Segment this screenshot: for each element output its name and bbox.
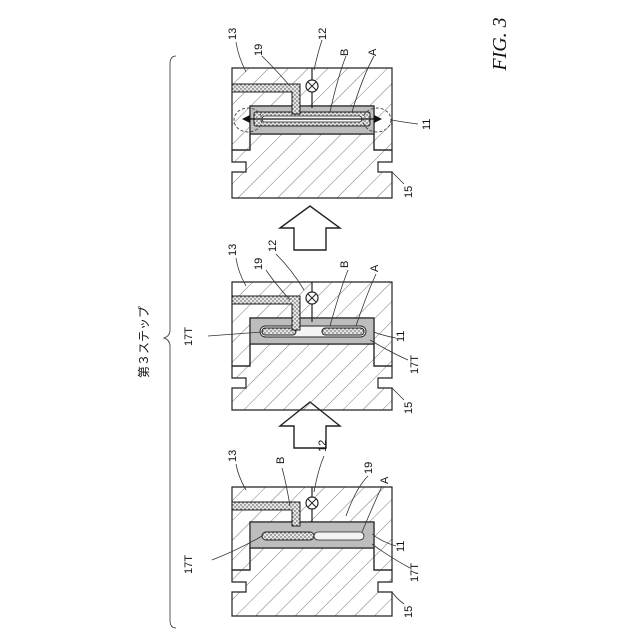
label-13: 13 — [227, 28, 239, 40]
label-17T-left: 17T — [183, 555, 195, 574]
step-bracket — [164, 56, 176, 628]
label-A: A — [379, 476, 391, 484]
figure-label: FIG. 3 — [489, 17, 511, 71]
panel-top: 13 19 12 B A 11 15 — [227, 28, 433, 198]
label-B: B — [339, 49, 351, 56]
label-17T-right: 17T — [409, 355, 421, 374]
step-label: 第３ステップ — [137, 306, 151, 378]
label-17T-left: 17T — [183, 327, 195, 346]
label-12: 12 — [267, 240, 279, 252]
resin-core — [262, 532, 314, 540]
label-A: A — [367, 48, 379, 56]
panel-bottom: 13 B 12 19 A 17T 11 17T 15 — [183, 440, 421, 618]
gas-channel — [314, 532, 364, 540]
lower-mold — [232, 344, 392, 410]
label-A: A — [369, 264, 381, 272]
label-13: 13 — [227, 244, 239, 256]
lower-mold — [232, 548, 392, 616]
label-19: 19 — [253, 44, 265, 56]
panel-middle: 13 19 12 B A 17T 11 17T 15 — [183, 240, 421, 414]
label-19: 19 — [363, 462, 375, 474]
label-11: 11 — [395, 331, 407, 342]
label-19: 19 — [253, 258, 265, 270]
label-B: B — [275, 457, 287, 464]
label-17T-right: 17T — [409, 563, 421, 582]
up-arrow-upper — [280, 206, 340, 250]
lower-mold — [232, 134, 392, 198]
label-11: 11 — [395, 541, 407, 552]
label-11: 11 — [421, 119, 433, 130]
resin-right — [322, 328, 364, 335]
label-12: 12 — [317, 440, 329, 452]
label-15: 15 — [403, 606, 415, 618]
label-B: B — [339, 261, 351, 268]
label-15: 15 — [403, 186, 415, 198]
label-12: 12 — [317, 28, 329, 40]
resin-left — [262, 328, 296, 335]
label-15: 15 — [403, 402, 415, 414]
label-13: 13 — [227, 450, 239, 462]
